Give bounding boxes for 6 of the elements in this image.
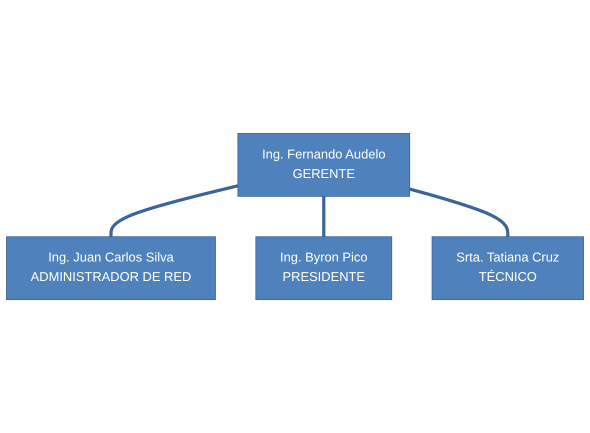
node-box: Ing. Byron Pico PRESIDENTE [255,236,392,300]
connector [322,196,326,237]
connector [409,187,510,237]
node-box: Ing. Juan Carlos Silva ADMINISTRADOR DE RED [6,236,216,300]
node-box: Srta. Tatiana Cruz TÉCNICO [432,236,584,300]
node-box: Ing. Fernando Audelo GERENTE [237,133,410,197]
